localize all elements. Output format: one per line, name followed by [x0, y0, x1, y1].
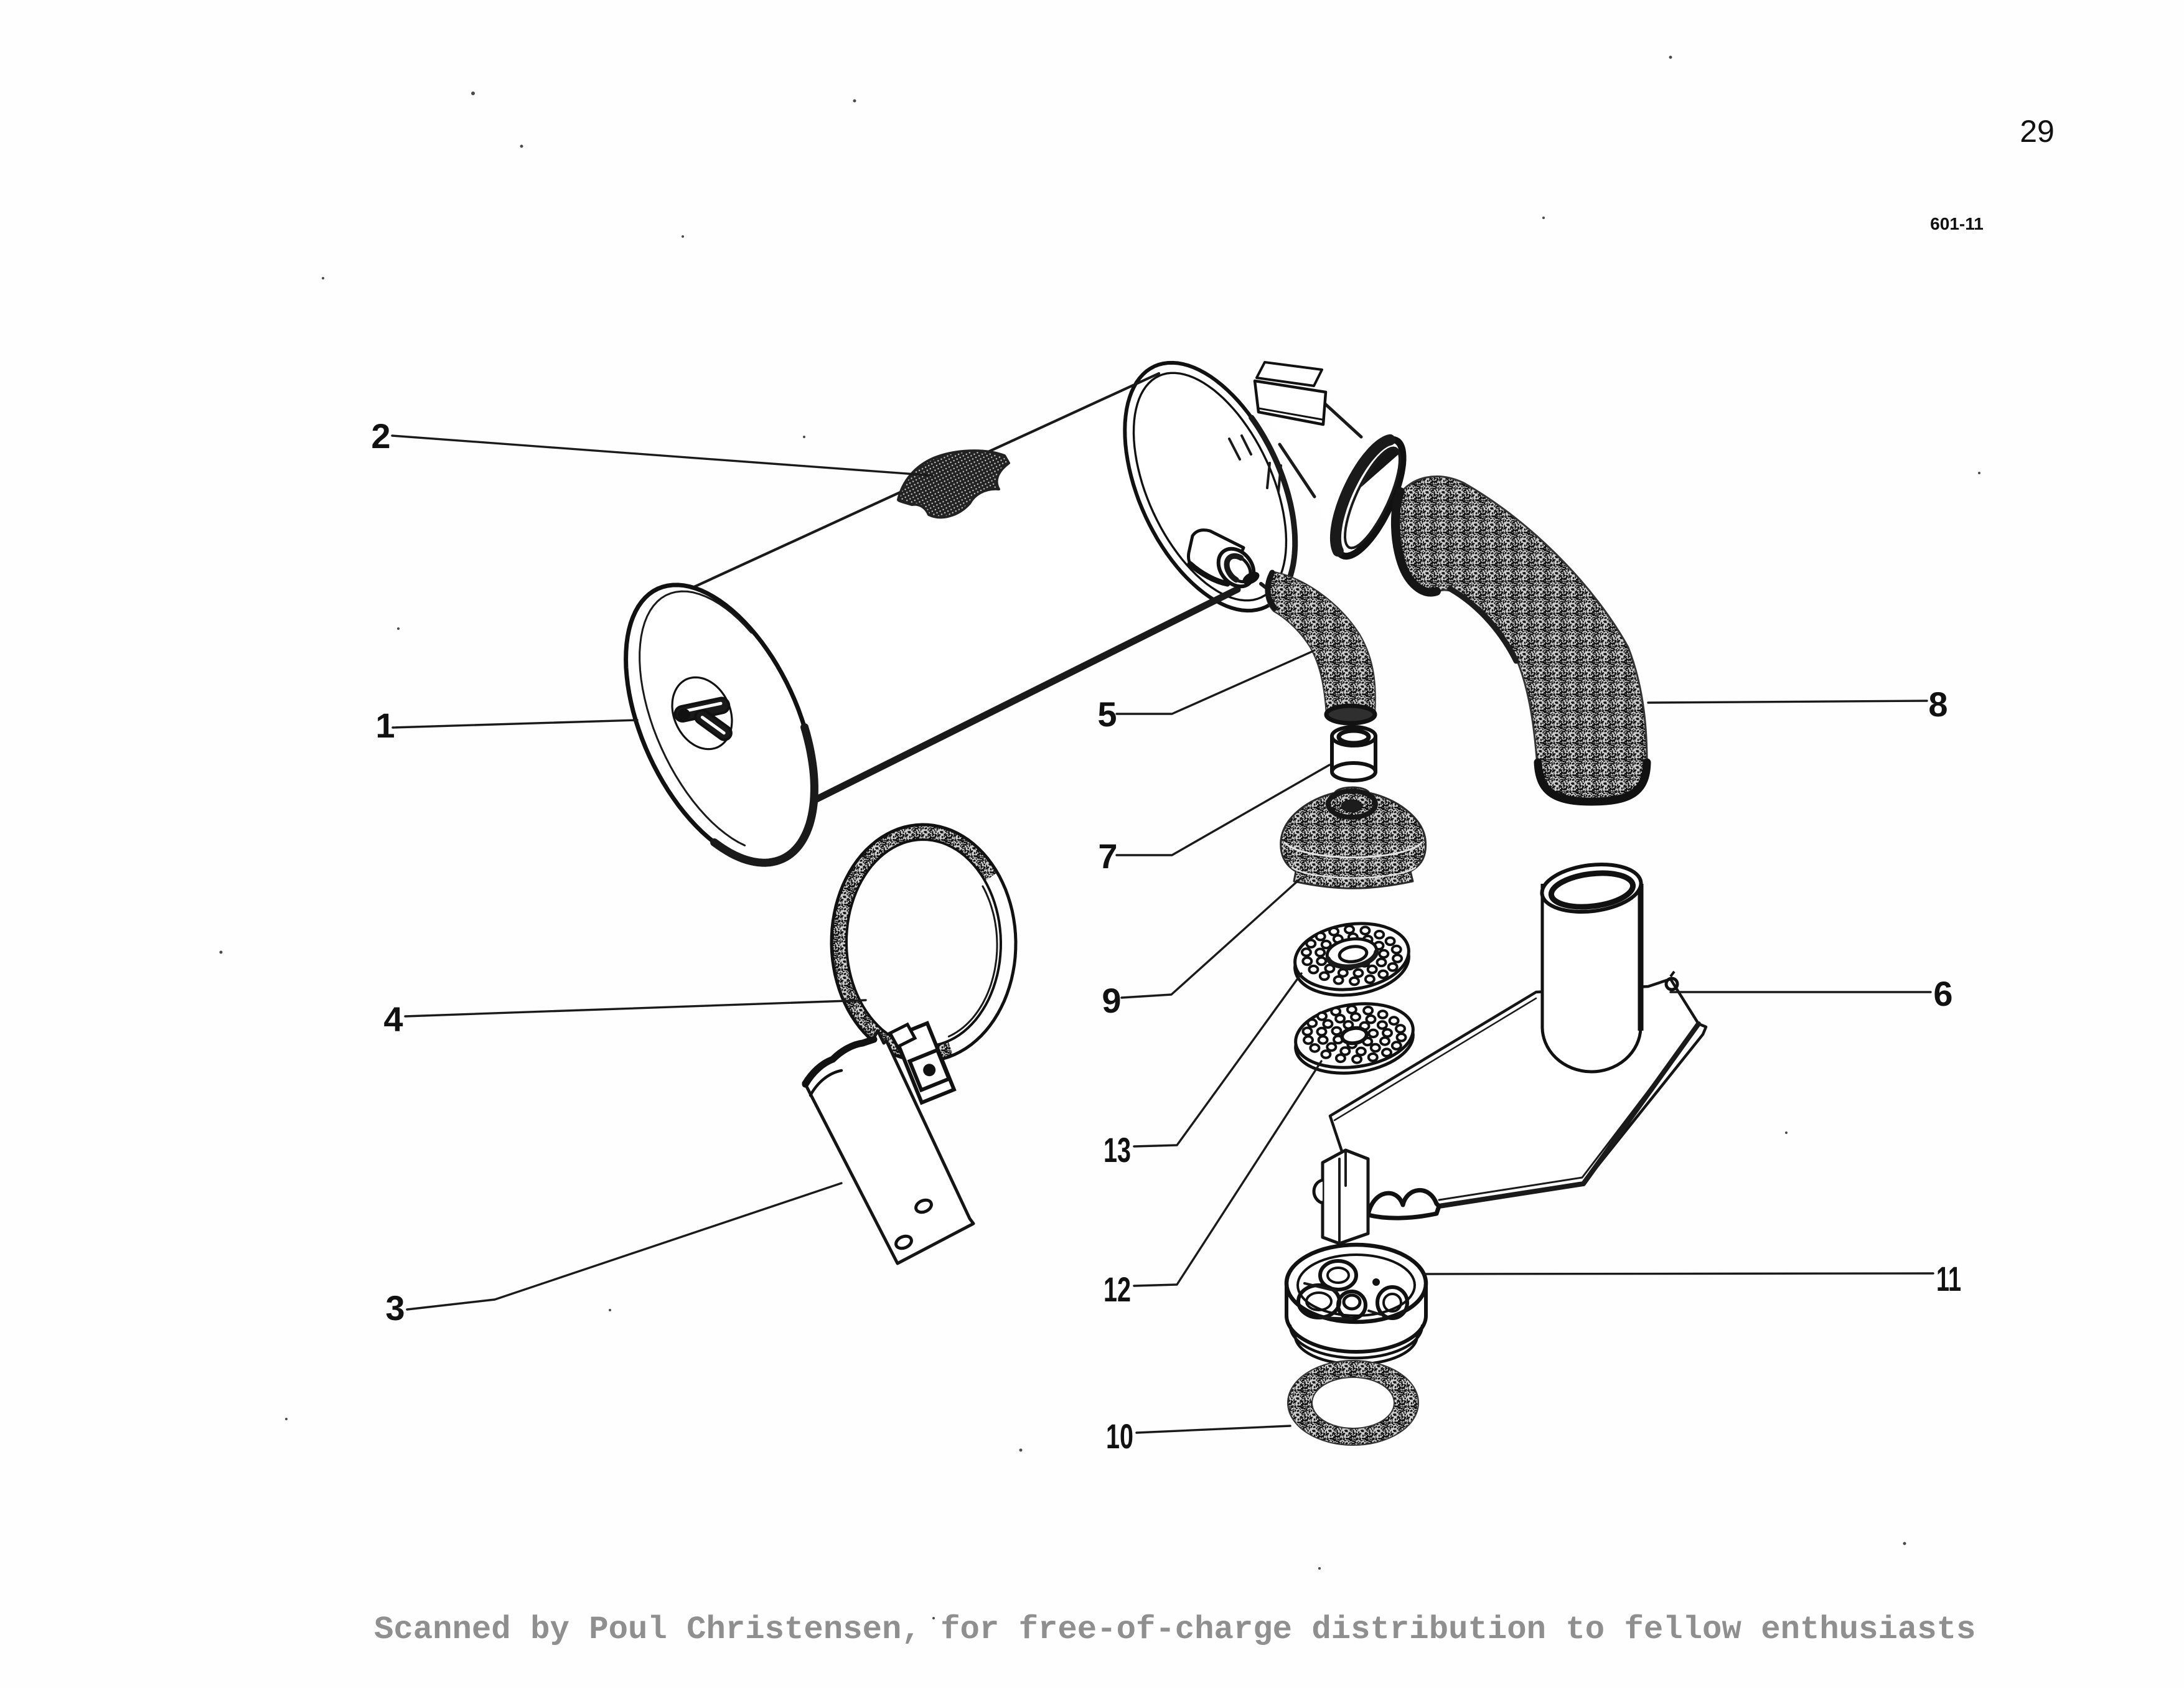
svg-text:2: 2 [371, 416, 390, 456]
svg-text:1: 1 [375, 706, 395, 745]
svg-text:3: 3 [385, 1288, 405, 1328]
svg-text:7: 7 [1098, 836, 1117, 876]
svg-text:4: 4 [383, 1000, 403, 1039]
svg-text:12: 12 [1104, 1270, 1131, 1309]
svg-text:11: 11 [1936, 1259, 1961, 1298]
svg-text:9: 9 [1102, 981, 1121, 1020]
svg-text:601-11: 601-11 [1930, 214, 1984, 233]
svg-text:5: 5 [1097, 695, 1117, 734]
svg-text:8: 8 [1928, 685, 1947, 724]
svg-text:10: 10 [1106, 1417, 1133, 1456]
svg-text:6: 6 [1933, 974, 1952, 1013]
svg-text:29: 29 [2020, 114, 2055, 149]
svg-text:13: 13 [1104, 1130, 1131, 1169]
svg-text:Scanned by Poul Christensen, f: Scanned by Poul Christensen, for free-of… [374, 1611, 1975, 1648]
